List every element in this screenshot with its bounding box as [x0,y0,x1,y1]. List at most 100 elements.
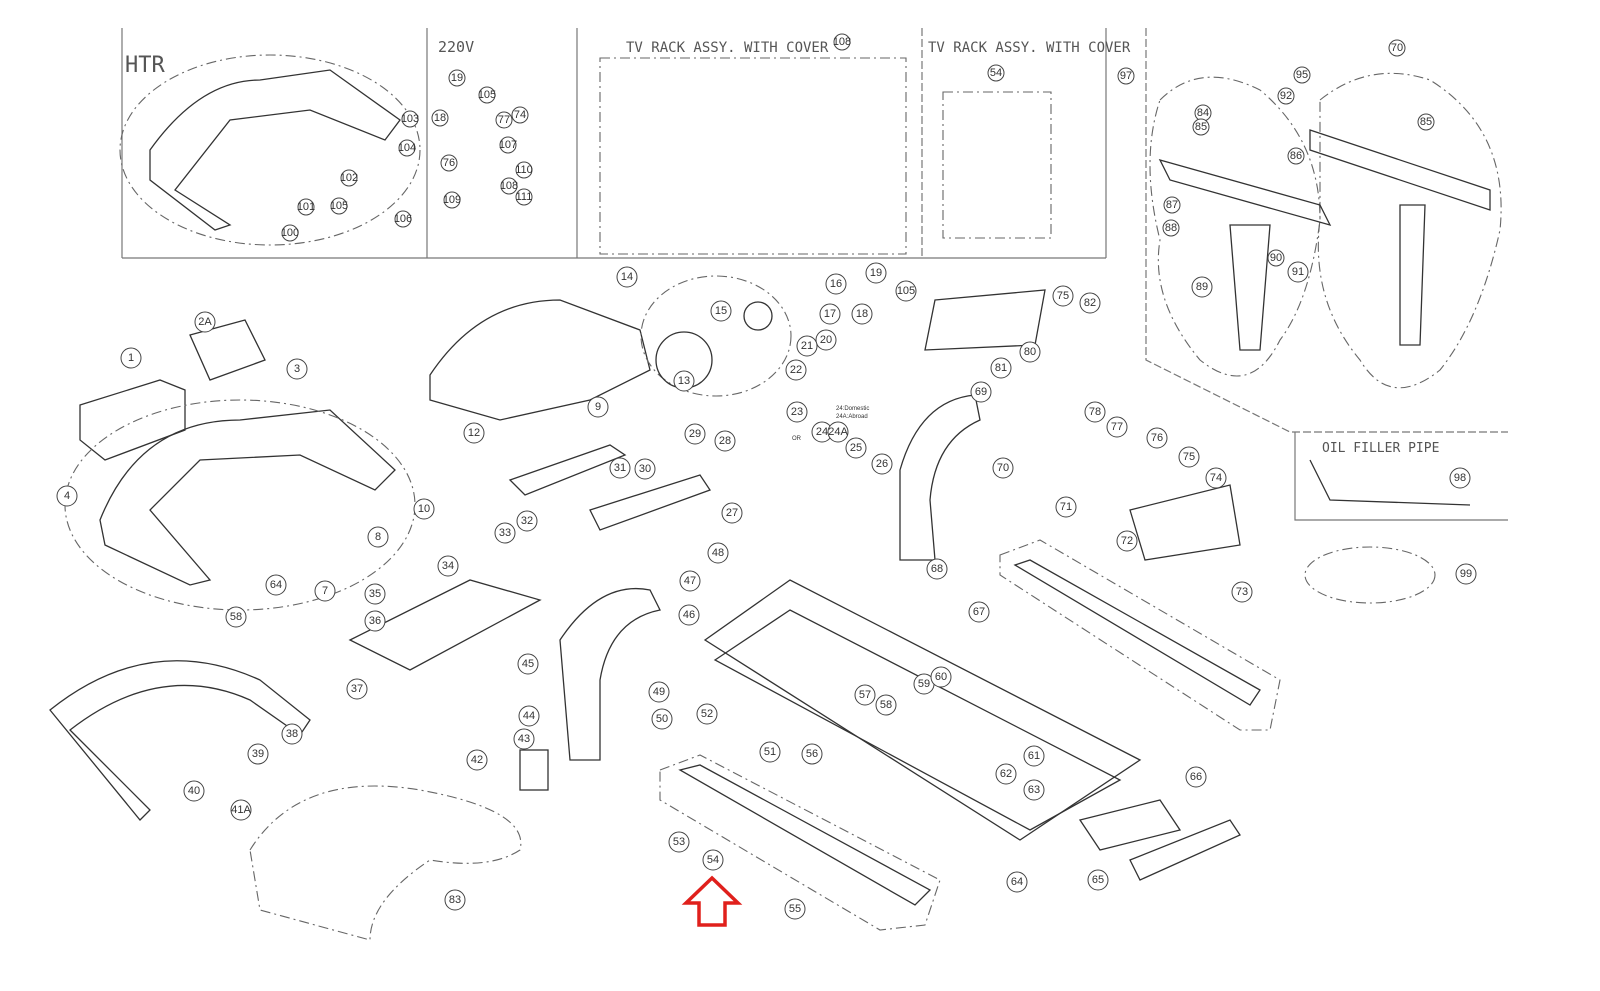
callout-circle [875,694,897,716]
callout-number: 32 [521,515,533,527]
callout-circle [431,109,449,127]
callout-13: 13 [673,370,695,392]
callout-circle [609,457,631,479]
callout-circle [825,273,847,295]
callout-number: 33 [499,527,511,539]
callout-number: 64 [270,579,282,591]
callout-circle [845,437,867,459]
callout-108: 108 [500,177,518,195]
callout-circle [707,542,729,564]
callout-number: 68 [931,563,943,575]
callout-circle [340,169,358,187]
callout-number: 3 [294,363,300,375]
callout-54: 54 [702,849,724,871]
callout-18: 18 [431,109,449,127]
callout-29: 29 [684,423,706,445]
callout-circle [1052,285,1074,307]
callout-number: 77 [498,114,510,126]
callout-number: 8 [375,531,381,543]
callout-circle [926,558,948,580]
callout-number: 105 [478,89,496,101]
callout-circle [1388,39,1406,57]
callout-78: 78 [1084,401,1106,423]
callout-109: 109 [443,191,461,209]
callout-number: 73 [1236,586,1248,598]
callout-circle [851,303,873,325]
callout-40: 40 [183,780,205,802]
part-drawings [49,54,1502,941]
callout-32: 32 [516,510,538,532]
callout-number: 46 [683,609,695,621]
callout-number: 27 [726,507,738,519]
panel-title-tv-rack-1: TV RACK ASSY. WITH COVER [626,40,829,56]
callout-75: 75 [1052,285,1074,307]
callout-number: 65 [1092,874,1104,886]
callout-30: 30 [634,458,656,480]
callout-number: 70 [997,462,1009,474]
callout-circle [515,188,533,206]
panel-title-oil-filler-pipe: OIL FILLER PIPE [1322,441,1439,456]
callout-circle [710,300,732,322]
callout-22: 22 [785,359,807,381]
callout-circle [1185,766,1207,788]
callout-number: 16 [830,278,842,290]
callout-circle [1023,745,1045,767]
callout-circle [1079,292,1101,314]
callout-24A: 24A [827,421,849,443]
callout-circle [1084,401,1106,423]
callout-number: 10 [418,503,430,515]
callout-number: 14 [621,271,633,283]
callout-42: 42 [466,749,488,771]
callout-9: 9 [587,396,609,418]
callout-3: 3 [286,358,308,380]
callout-circle [494,522,516,544]
callout-number: 86 [1290,150,1302,162]
callout-circle [444,889,466,911]
callout-number: 52 [701,708,713,720]
callout-circle [413,498,435,520]
callout-circle [990,357,1012,379]
callout-number: 75 [1183,451,1195,463]
callout-number: 76 [443,157,455,169]
callout-number: 85 [1195,121,1207,133]
callout-19: 19 [865,262,887,284]
callout-circle [330,197,348,215]
callout-61: 61 [1023,745,1045,767]
callout-circle [587,396,609,418]
callout-circle [651,708,673,730]
callout-90: 90 [1267,249,1285,267]
callout-number: 37 [351,683,363,695]
callout-circle [1191,276,1213,298]
callout-number: 44 [523,710,535,722]
callout-circle [827,421,849,443]
callout-69: 69 [970,381,992,403]
callout-87: 87 [1163,196,1181,214]
callout-circle [1178,446,1200,468]
callout-circle [364,610,386,632]
callout-number: 9 [595,401,601,413]
callout-circle [785,359,807,381]
callout-75: 75 [1178,446,1200,468]
callout-circle [495,111,513,129]
callout-103: 103 [401,110,419,128]
callout-number: 1 [128,352,134,364]
callout-27: 27 [721,502,743,524]
callout-number: 19 [870,267,882,279]
callout-circle [1023,779,1045,801]
callout-circle [511,106,529,124]
callout-number: 34 [442,560,454,572]
callout-circle [648,681,670,703]
callout-circle [696,703,718,725]
callout-circle [1163,196,1181,214]
callout-97: 97 [1117,67,1135,85]
callout-number: 2A [198,316,212,328]
callout-108: 108 [833,33,851,51]
callout-number: 76 [1151,432,1163,444]
callout-number: 59 [918,678,930,690]
callout-circle [297,198,315,216]
callout-102: 102 [340,169,358,187]
callout-number: 29 [689,428,701,440]
callout-number: 55 [789,903,801,915]
callout-95: 95 [1293,66,1311,84]
callout-circle [463,422,485,444]
